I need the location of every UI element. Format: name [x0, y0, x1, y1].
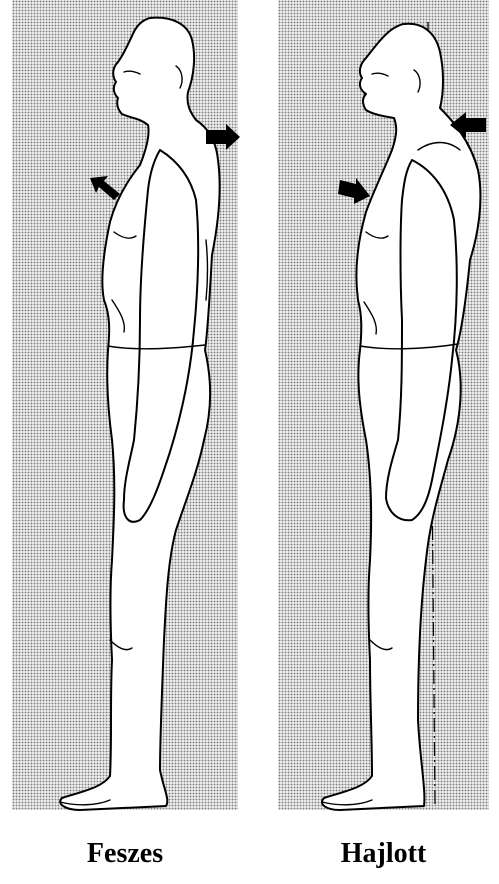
- slouched-chest-arrow: [338, 178, 370, 204]
- caption-slouched: Hajlott: [278, 836, 489, 872]
- caption-upright: Feszes: [12, 836, 238, 872]
